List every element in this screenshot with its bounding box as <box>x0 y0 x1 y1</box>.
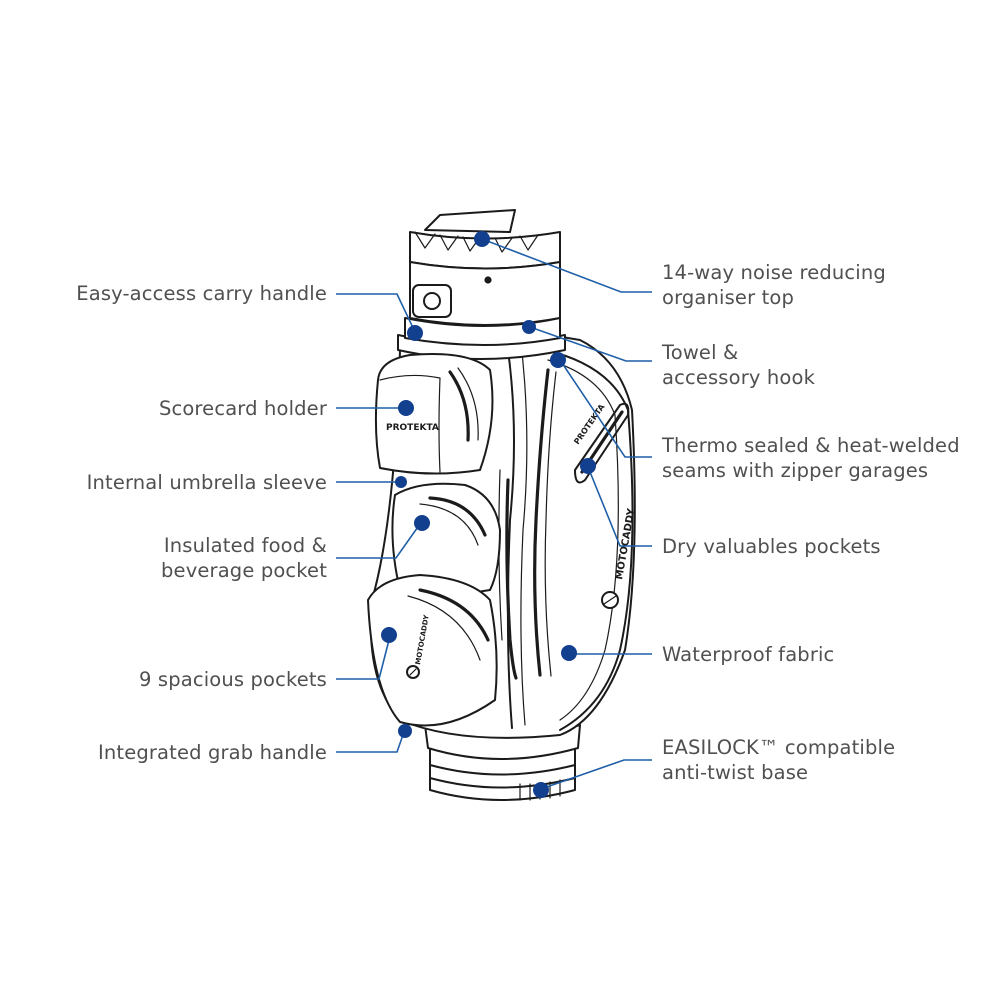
label-dry-pockets: Dry valuables pockets <box>662 534 881 559</box>
dot-towel-hook <box>522 320 536 334</box>
label-towel-hook: Towel & accessory hook <box>662 340 815 390</box>
label-line: organiser top <box>662 286 794 309</box>
front-pocket-drawing <box>367 574 498 727</box>
leader-dry-pockets <box>587 466 652 547</box>
label-line: Thermo sealed & heat-welded <box>662 434 960 457</box>
label-scorecard-holder: Scorecard holder <box>159 396 327 421</box>
label-line: Waterproof fabric <box>662 643 835 666</box>
label-food-pocket: Insulated food & beverage pocket <box>161 533 327 583</box>
food-pocket-drawing <box>391 482 501 595</box>
label-line: Easy-access carry handle <box>76 282 327 305</box>
label-line: seams with zipper garages <box>662 459 929 482</box>
label-line: accessory hook <box>662 366 816 389</box>
dot-dry-pockets <box>580 458 596 474</box>
label-easilock-base: EASILOCK™ compatible anti-twist base <box>662 735 895 785</box>
label-line: Towel & <box>662 341 739 364</box>
label-line: Integrated grab handle <box>98 741 327 764</box>
dot-grab-handle <box>398 724 412 738</box>
bag-base <box>424 724 581 801</box>
label-line: 14-way noise reducing <box>662 261 886 284</box>
dot-scorecard-holder <box>398 400 414 416</box>
leader-towel-hook <box>529 326 652 362</box>
label-carry-handle: Easy-access carry handle <box>76 281 327 306</box>
leader-easilock-base <box>540 759 652 790</box>
leader-grab-handle <box>336 731 405 753</box>
label-line: Scorecard holder <box>158 397 327 420</box>
label-line: Insulated food & <box>163 534 327 557</box>
leader-spacious-pockets <box>336 639 390 680</box>
dot-food-pocket <box>414 515 430 531</box>
leader-carry-handle <box>336 293 416 333</box>
label-thermo-seams: Thermo sealed & heat-welded seams with z… <box>662 433 960 483</box>
leader-thermo-seams <box>559 359 652 458</box>
label-line: 9 spacious pockets <box>138 668 327 691</box>
label-line: EASILOCK™ compatible <box>662 736 896 759</box>
label-umbrella-sleeve: Internal umbrella sleeve <box>87 470 327 495</box>
dot-umbrella-sleeve <box>395 476 407 488</box>
label-spacious-pockets: 9 spacious pockets <box>139 667 327 692</box>
label-line: anti-twist base <box>662 761 809 784</box>
dot-carry-handle <box>407 325 423 341</box>
label-line: Dry valuables pockets <box>662 535 881 558</box>
scorecard-pocket-drawing <box>374 353 494 475</box>
leader-food-pocket <box>336 523 421 559</box>
dot-easilock-base <box>533 782 549 798</box>
label-line: beverage pocket <box>161 559 327 582</box>
pocket-brand-text: PROTEKTA <box>386 423 439 433</box>
label-grab-handle: Integrated grab handle <box>98 740 327 765</box>
dot-thermo-seams <box>550 352 566 368</box>
dot-spacious-pockets <box>381 627 397 643</box>
label-waterproof-fabric: Waterproof fabric <box>662 642 834 667</box>
leader-organiser-top <box>481 238 652 293</box>
dot-organiser-top <box>474 231 490 247</box>
label-organiser-top: 14-way noise reducing organiser top <box>662 260 886 310</box>
label-line: Internal umbrella sleeve <box>86 471 327 494</box>
dot-waterproof-fabric <box>561 645 577 661</box>
